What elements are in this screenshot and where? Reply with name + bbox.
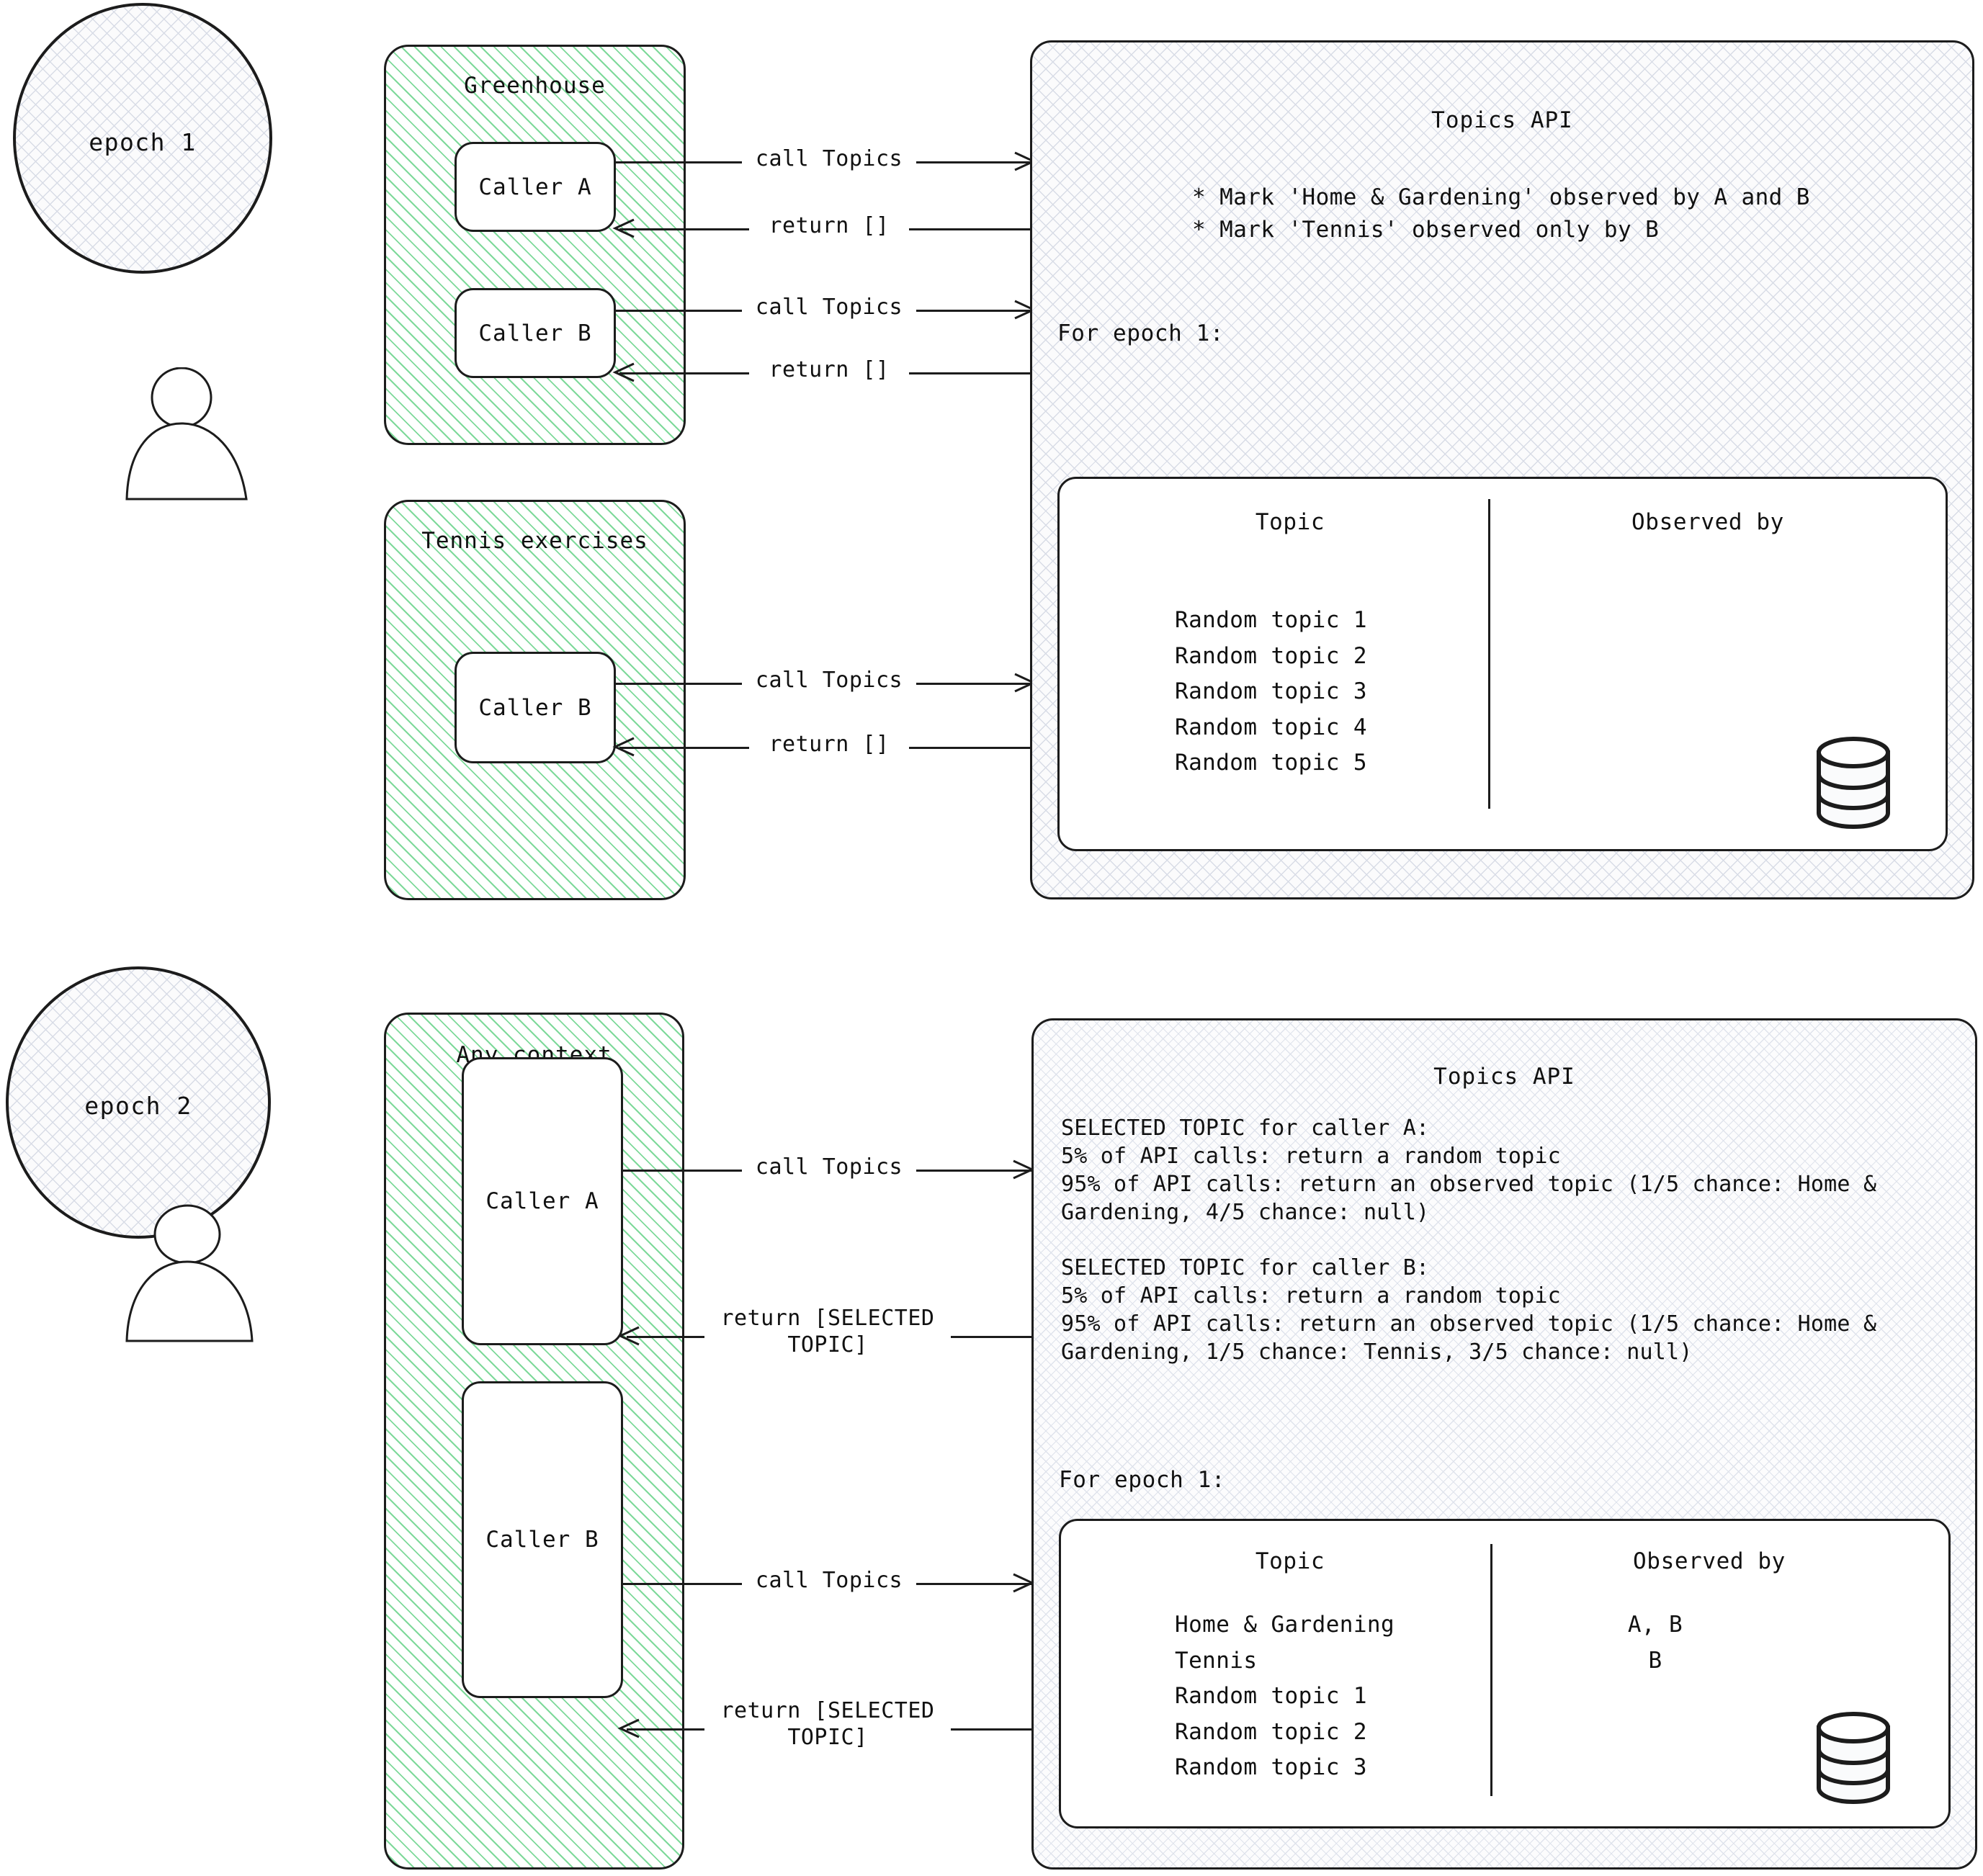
topics-table-observed-epoch2: A, B B <box>1536 1607 1774 1679</box>
topics-table-col-topic: Topic <box>1255 509 1325 535</box>
table-row: Random topic 1 <box>1175 607 1367 633</box>
topics-api-table-caption-epoch1: For epoch 1: <box>1057 320 1225 346</box>
edge-label-call-topics-tennis: call Topics <box>742 668 916 694</box>
table-row: Random topic 4 <box>1175 714 1367 740</box>
edge-label-return-b2: return [SELECTED TOPIC] <box>704 1698 951 1751</box>
edge-label-return-a1: return [] <box>749 213 909 240</box>
database-cylinder-icon <box>1810 1712 1897 1808</box>
table-row: Home & Gardening <box>1175 1612 1395 1638</box>
topics-table-divider <box>1490 1544 1492 1796</box>
topics-api-title-epoch2: Topics API <box>1433 1064 1575 1090</box>
arrow-left-icon <box>611 359 637 385</box>
caller-box-tennis-b[interactable]: Caller B <box>455 652 616 763</box>
context-tennis-exercises-title: Tennis exercises <box>421 528 648 554</box>
api-para-a-5pct: 5% of API calls: return a random topic <box>1061 1144 1561 1169</box>
epoch-2-label: epoch 2 <box>84 1092 192 1120</box>
table-row: Random topic 5 <box>1175 750 1367 776</box>
arrow-left-icon <box>611 734 637 760</box>
edge-label-call-topics-a1: call Topics <box>742 146 916 173</box>
caller-box-greenhouse-a[interactable]: Caller A <box>455 142 616 232</box>
context-greenhouse: Greenhouse <box>384 45 686 445</box>
topics-api-text-epoch2: SELECTED TOPIC for caller A: 5% of API c… <box>1061 1114 1933 1366</box>
topics-table-card-epoch2: Topic Observed by Home & Gardening Tenni… <box>1059 1519 1951 1828</box>
edge-label-return-a2: return [SELECTED TOPIC] <box>704 1306 951 1359</box>
topics-api-panel-epoch2: Topics API SELECTED TOPIC for caller A: … <box>1031 1018 1977 1870</box>
table-row: A, B <box>1627 1612 1683 1638</box>
table-row: Random topic 3 <box>1175 1754 1367 1781</box>
table-row: Random topic 3 <box>1175 678 1367 705</box>
caller-box-any-a-fill[interactable]: Caller A <box>462 1057 623 1345</box>
topics-table-divider <box>1488 499 1490 809</box>
api-para-selected-a: SELECTED TOPIC for caller A: <box>1061 1116 1430 1141</box>
api-para-a-95pct: 95% of API calls: return an observed top… <box>1061 1172 1877 1225</box>
arrow-left-icon <box>611 215 637 241</box>
edge-label-call-topics-b1: call Topics <box>742 295 916 321</box>
user-icon <box>115 367 274 504</box>
table-row: Random topic 2 <box>1175 642 1367 669</box>
edge-label-return-b1: return [] <box>749 357 909 384</box>
topics-table-col-observed: Observed by <box>1631 509 1784 535</box>
topics-api-bullet-2: * Mark 'Tennis' observed only by B <box>1192 216 1660 243</box>
table-row: Tennis <box>1175 1647 1258 1674</box>
arrow-left-icon <box>616 1715 642 1741</box>
topics-api-panel-epoch1: Topics API * Mark 'Home & Gardening' obs… <box>1030 40 1974 899</box>
table-row: B <box>1648 1647 1662 1674</box>
topics-api-bullet-1: * Mark 'Home & Gardening' observed by A … <box>1192 184 1810 210</box>
table-row: Random topic 1 <box>1175 1683 1367 1710</box>
api-para-selected-b: SELECTED TOPIC for caller B: <box>1061 1255 1430 1280</box>
topics-api-title-epoch1: Topics API <box>1431 107 1573 133</box>
database-cylinder-icon <box>1810 737 1897 833</box>
context-greenhouse-title: Greenhouse <box>464 73 606 99</box>
caller-box-greenhouse-b[interactable]: Caller B <box>455 288 616 378</box>
caller-label: Caller A <box>485 1188 599 1214</box>
edge-label-call-topics-b2: call Topics <box>742 1568 916 1594</box>
edge-label-call-topics-a2: call Topics <box>742 1154 916 1181</box>
epoch-2-circle: epoch 2 <box>6 966 271 1239</box>
caller-box-any-b[interactable]: Caller B <box>462 1381 623 1698</box>
caller-label: Caller A <box>478 174 592 200</box>
caller-label: Caller B <box>478 320 592 346</box>
caller-label: Caller B <box>478 694 592 721</box>
edge-label-return-tennis: return [] <box>749 732 909 758</box>
epoch-1-label: epoch 1 <box>89 128 197 156</box>
user-icon <box>122 1203 281 1347</box>
topics-table-body-epoch2: Home & Gardening Tennis Random topic 1 R… <box>1175 1607 1395 1786</box>
arrow-left-icon <box>616 1323 642 1349</box>
topics-api-table-caption-epoch2: For epoch 1: <box>1059 1467 1226 1493</box>
api-para-b-95pct: 95% of API calls: return an observed top… <box>1061 1311 1877 1365</box>
api-para-b-5pct: 5% of API calls: return a random topic <box>1061 1283 1561 1309</box>
caller-label: Caller B <box>485 1527 599 1553</box>
topics-table-col-topic: Topic <box>1255 1548 1325 1574</box>
api-text-gap <box>1061 1226 1933 1254</box>
epoch-1-circle: epoch 1 <box>13 3 272 274</box>
table-row: Random topic 2 <box>1175 1718 1367 1745</box>
topics-table-body-epoch1: Random topic 1 Random topic 2 Random top… <box>1175 603 1367 781</box>
topics-table-col-observed: Observed by <box>1633 1548 1786 1574</box>
topics-table-card-epoch1: Topic Observed by Random topic 1 Random … <box>1057 477 1948 851</box>
